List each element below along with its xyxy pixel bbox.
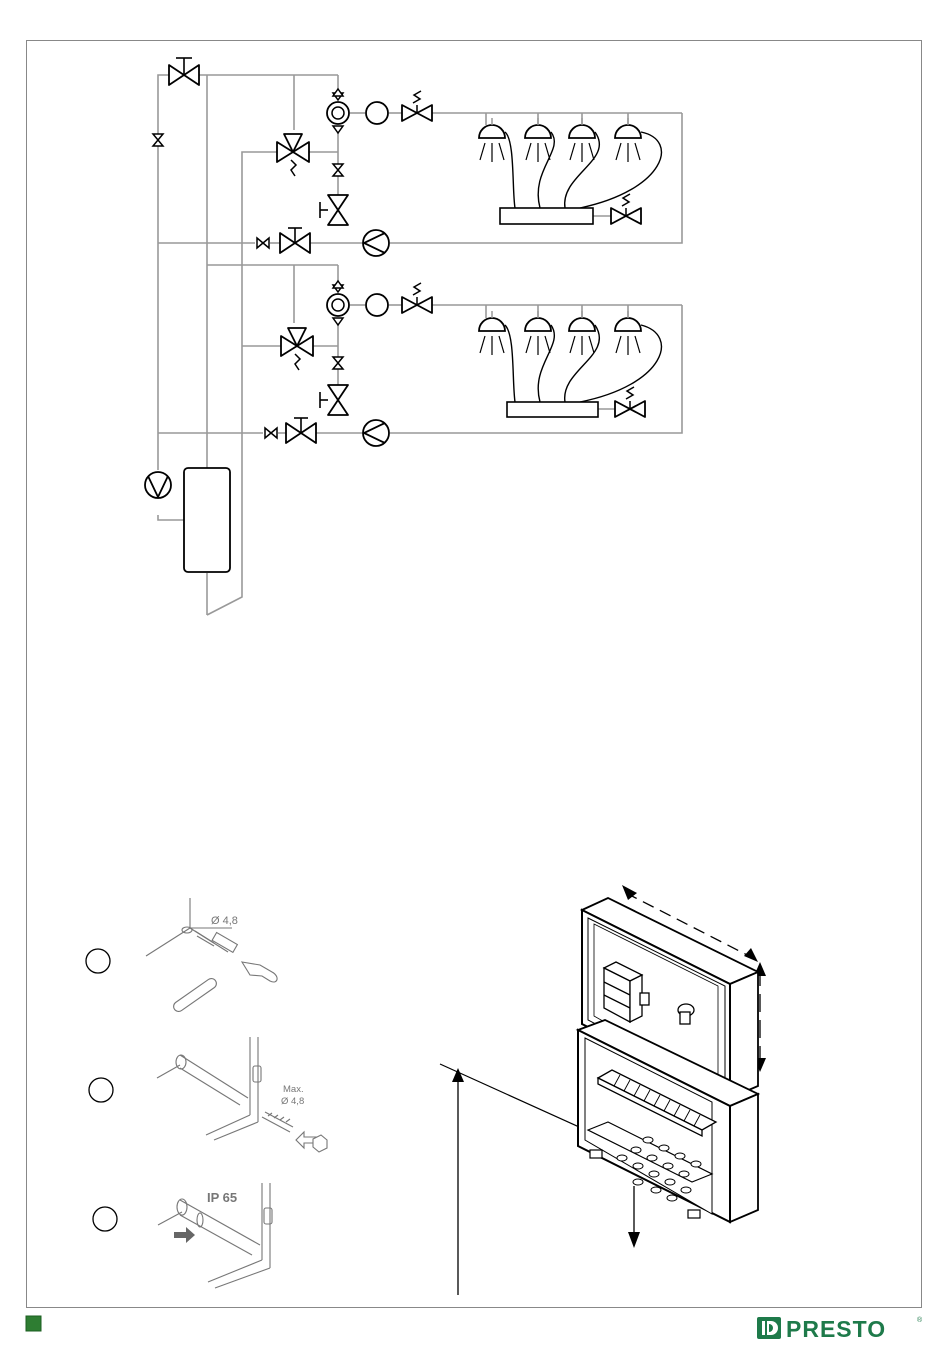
check-valve-icon [257, 238, 269, 248]
cabinet-illustration [440, 885, 766, 1295]
shower-head-icon [615, 118, 641, 162]
screw-diameter-label: Ø 4,8 [281, 1096, 304, 1107]
valve-icon [169, 58, 199, 85]
control-cables [505, 325, 661, 402]
drill-diameter-label: Ø 4,8 [211, 915, 238, 927]
sensor-icon [366, 102, 388, 124]
presto-logo-icon [757, 1317, 781, 1339]
control-box [500, 208, 593, 224]
valve-icon [320, 195, 348, 225]
control-box [507, 402, 598, 417]
ip-rating-label: IP 65 [207, 1190, 237, 1205]
step-1-marker [86, 949, 110, 973]
hammer-icon [172, 933, 277, 1014]
check-valve-icon [153, 134, 163, 146]
brand-name: PRESTO [786, 1316, 886, 1342]
pump-icon [363, 230, 389, 256]
check-valve-icon [265, 428, 277, 438]
shower-head-icon [525, 311, 551, 355]
pump-icon [145, 472, 171, 498]
shower-head-icon [479, 118, 505, 162]
screw-max-label: Max. [283, 1084, 304, 1095]
valve-icon [280, 228, 310, 253]
step-2-marker [89, 1078, 113, 1102]
thermostatic-mixing-valve-icon [277, 134, 309, 176]
shower-head-icon [569, 311, 595, 355]
registered-mark: ® [917, 1316, 923, 1324]
pump-icon [363, 420, 389, 446]
valve-icon [320, 385, 348, 415]
check-valve-icon [333, 357, 343, 369]
step-3-marker [93, 1207, 117, 1231]
shower-head-icon [479, 311, 505, 355]
storage-tank [184, 468, 230, 572]
shower-head-icon [525, 118, 551, 162]
pipe-network [158, 75, 682, 615]
sensor-icon [366, 294, 388, 316]
page-marker [26, 1316, 41, 1331]
arrow-icon [174, 1227, 195, 1243]
solenoid-valve-icon [402, 283, 432, 313]
thermostatic-mixing-valve-icon [281, 328, 313, 370]
control-cables [505, 132, 661, 208]
solenoid-valve-icon [615, 387, 645, 417]
circulator-pump-icon [327, 281, 349, 325]
circulator-pump-icon [327, 89, 349, 133]
valve-icon [286, 418, 316, 443]
arrow-icon [628, 1232, 640, 1248]
solenoid-valve-icon [611, 194, 641, 224]
mounting-steps: Ø 4,8 Max. Ø 4,8 [86, 898, 327, 1288]
check-valve-icon [333, 164, 343, 176]
shower-head-icon [615, 311, 641, 355]
shower-head-icon [569, 118, 595, 162]
solenoid-valve-icon [402, 91, 432, 121]
